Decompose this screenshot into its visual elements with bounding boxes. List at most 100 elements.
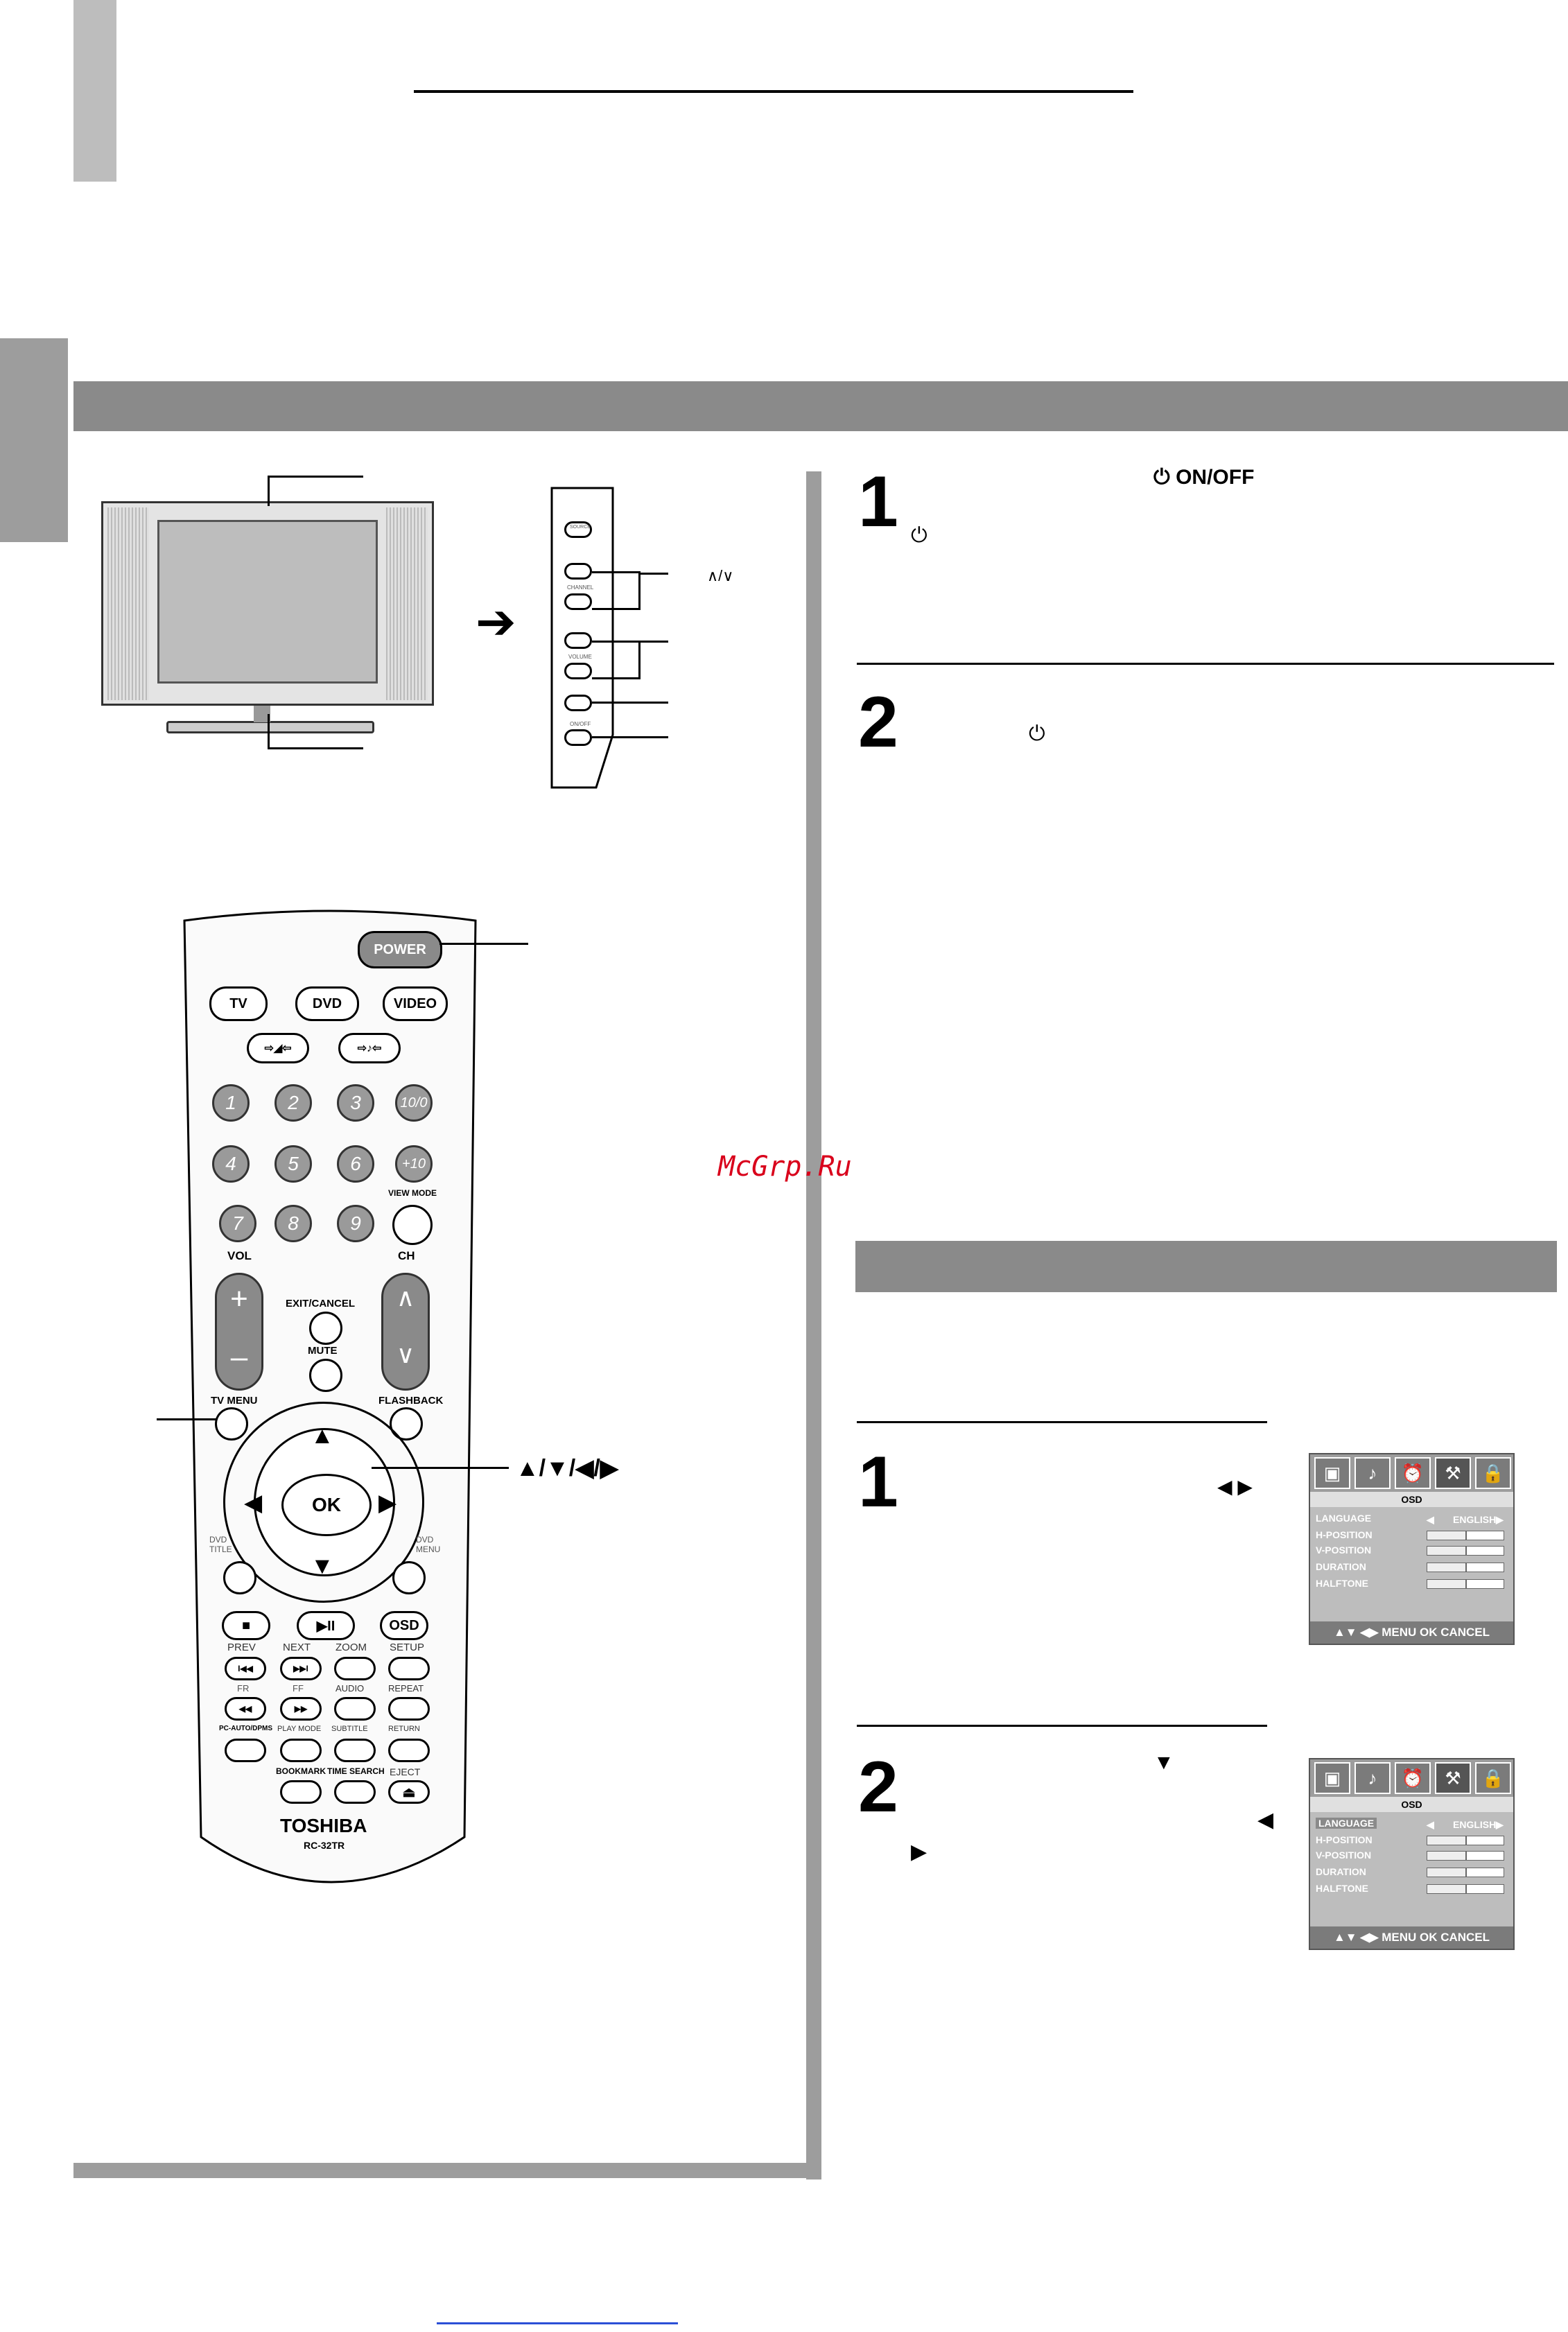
osd-footer-2: ▲▼ ◀▶ MENU OK CANCEL	[1310, 1926, 1513, 1949]
brand-logo: TOSHIBA	[280, 1815, 367, 1836]
onoff-side-button[interactable]	[564, 729, 592, 746]
step-1-power-icon: ⏻	[911, 524, 927, 547]
callout-onoff	[592, 736, 668, 738]
dvd-button[interactable]: DVD	[295, 986, 359, 1021]
left-arrow-button[interactable]: ◀	[244, 1490, 263, 1516]
view-mode-button[interactable]	[392, 1205, 433, 1245]
picture-button[interactable]: ⇨◢⇦	[247, 1033, 309, 1063]
volume-down-icon: –	[230, 1340, 248, 1374]
digit-1-button[interactable]: 1	[212, 1084, 250, 1122]
digit-8-button[interactable]: 8	[275, 1205, 312, 1242]
sound-button[interactable]: ⇨♪⇦	[338, 1033, 401, 1063]
eject-button[interactable]: ⏏	[388, 1780, 430, 1804]
digit-6-button[interactable]: 6	[337, 1145, 374, 1183]
callout-line-top	[268, 476, 270, 506]
osd-title-2: OSD	[1310, 1797, 1513, 1812]
tv-speaker-right	[386, 507, 428, 700]
osd-bar-duration	[1427, 1563, 1504, 1572]
next-label: NEXT	[283, 1642, 311, 1653]
fr-button[interactable]: ◀◀	[225, 1697, 266, 1721]
vol-label: VOL	[227, 1249, 252, 1262]
callout-line-top-h	[268, 476, 363, 478]
ok-button[interactable]: OK	[281, 1474, 372, 1536]
pc-auto-button[interactable]	[225, 1739, 266, 1762]
osd-screen-2: ▣ ♪ ⏰ ⚒ 🔒 OSD LANGUAGE ◀ ENGLISH ▶ H-POS…	[1309, 1758, 1515, 1950]
play-mode-button[interactable]	[280, 1739, 322, 1762]
plus-10-button[interactable]: +10	[395, 1145, 433, 1183]
right-arrow-button[interactable]: ▶	[378, 1490, 397, 1516]
dvd-title-button[interactable]	[223, 1561, 256, 1594]
osd-fill-halftone	[1427, 1580, 1467, 1588]
exit-cancel-button[interactable]	[309, 1312, 342, 1345]
stop-button[interactable]: ■	[222, 1611, 270, 1640]
bookmark-button[interactable]	[280, 1780, 322, 1804]
play-pause-button[interactable]: ▶II	[297, 1611, 355, 1640]
tv-button[interactable]: TV	[209, 986, 268, 1021]
osd-row-language: LANGUAGE	[1316, 1513, 1372, 1524]
picture-menu-icon: ▣	[1314, 1457, 1350, 1489]
mute-button[interactable]	[309, 1359, 342, 1392]
ff-button[interactable]: ▶▶	[280, 1697, 322, 1721]
callout-menu	[592, 702, 668, 704]
osd-button[interactable]: OSD	[380, 1611, 428, 1640]
osd-icon-bar-2: ▣ ♪ ⏰ ⚒ 🔒	[1310, 1759, 1513, 1797]
zoom-button[interactable]	[334, 1657, 376, 1680]
sound-icon: ⇨♪⇦	[357, 1043, 382, 1054]
source-button[interactable]	[564, 521, 592, 538]
subtitle-button[interactable]	[334, 1739, 376, 1762]
osd-rule-1	[857, 1421, 1267, 1423]
prev-button[interactable]: I◀◀	[225, 1657, 266, 1680]
volume-down-button[interactable]	[564, 663, 592, 679]
osd-footer: ▲▼ ◀▶ MENU OK CANCEL	[1310, 1621, 1513, 1644]
channel-rocker[interactable]: ∧ ∨	[381, 1273, 430, 1391]
callout-vol-h	[641, 641, 668, 643]
digit-4-button[interactable]: 4	[212, 1145, 250, 1183]
section-heading-bar	[73, 381, 1568, 431]
next-button[interactable]: ▶▶I	[280, 1657, 322, 1680]
dvd-menu-button[interactable]	[392, 1561, 426, 1594]
up-arrow-button[interactable]: ▲	[311, 1422, 334, 1449]
osd-title: OSD	[1310, 1492, 1513, 1507]
digit-7-button[interactable]: 7	[219, 1205, 256, 1242]
osd-icon-bar: ▣ ♪ ⏰ ⚒ 🔒	[1310, 1454, 1513, 1492]
ff-label: FF	[293, 1683, 304, 1694]
digit-2-button[interactable]: 2	[275, 1084, 312, 1122]
time-search-button[interactable]	[334, 1780, 376, 1804]
return-button[interactable]	[388, 1739, 430, 1762]
channel-up-button[interactable]	[564, 563, 592, 580]
menu-side-button[interactable]	[564, 695, 592, 711]
callout-tv-menu	[157, 1418, 216, 1420]
power-button[interactable]: POWER	[358, 931, 442, 968]
osd-bar-halftone-2	[1427, 1884, 1504, 1894]
fast-forward-icon: ▶▶	[294, 1704, 308, 1714]
callout-ch-h	[641, 573, 668, 575]
digit-5-button[interactable]: 5	[275, 1145, 312, 1183]
step-2-power-icon: ⏻	[1029, 722, 1045, 745]
tv-menu-button[interactable]	[215, 1407, 248, 1441]
osd-row-h-position-2: H-POSITION	[1316, 1834, 1373, 1845]
digit-3-button[interactable]: 3	[337, 1084, 374, 1122]
channel-up-icon: ∧	[396, 1283, 415, 1312]
volume-up-button[interactable]	[564, 632, 592, 649]
divider-vertical	[806, 471, 821, 2179]
stop-icon: ■	[241, 1617, 251, 1633]
osd-fill-duration-2	[1427, 1868, 1467, 1877]
setup-button[interactable]	[388, 1657, 430, 1680]
digit-9-button[interactable]: 9	[337, 1205, 374, 1242]
audio-button[interactable]	[334, 1697, 376, 1721]
volume-rocker[interactable]: + –	[215, 1273, 263, 1391]
video-button[interactable]: VIDEO	[383, 986, 448, 1021]
down-arrow-button[interactable]: ▼	[311, 1553, 334, 1579]
dvd-menu-label: DVD MENU	[416, 1535, 441, 1554]
channel-down-button[interactable]	[564, 593, 592, 610]
osd-language-value: ENGLISH	[1453, 1514, 1497, 1525]
repeat-button[interactable]	[388, 1697, 430, 1721]
osd-fill-duration	[1427, 1563, 1467, 1572]
setup-menu-icon: ⚒	[1435, 1762, 1471, 1794]
tv-screen	[157, 520, 378, 684]
divider-bottom	[73, 2163, 821, 2178]
digit-10-0-button[interactable]: 10/0	[395, 1084, 433, 1122]
lock-menu-icon: 🔒	[1475, 1457, 1511, 1489]
osd-rule-2	[857, 1725, 1267, 1727]
osd-fill-h	[1427, 1531, 1467, 1540]
